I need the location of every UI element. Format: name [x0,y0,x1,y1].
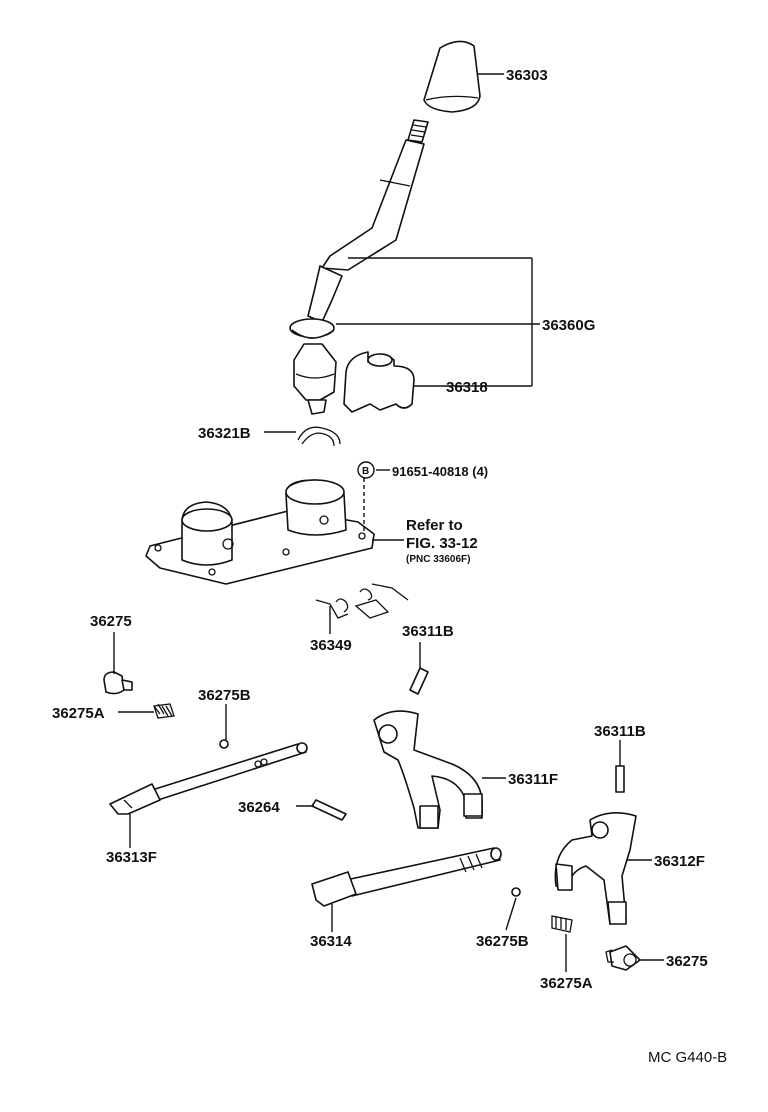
label-36311B-upper: 36311B [402,623,454,640]
bolt-lower [605,945,641,971]
label-36318: 36318 [446,379,488,396]
shift-lever-seat [289,318,335,339]
shift-knob [423,40,481,113]
label-36275-upper: 36275 [90,613,132,630]
label-36311F: 36311F [508,771,558,788]
shift-lever-retainer [145,479,375,585]
label-36321B: 36321B [198,425,251,442]
label-36314: 36314 [310,933,352,950]
shift-lever-ball [293,343,337,415]
spring-upper [153,703,175,719]
leader-lines [113,73,664,972]
label-36312F: 36312F [654,853,705,870]
refer-pnc-text: (PNC 33606F) [406,554,470,565]
label-36275A-lower: 36275A [540,975,593,992]
bolt-upper [103,671,133,695]
shift-springs [315,583,409,619]
figure-code: MC G440-B [648,1049,727,1066]
spring-lower [551,915,573,933]
slotted-spring-pin-lower [615,765,625,793]
shift-fork-shaft-no3 [109,742,308,815]
shift-lever-cover [343,351,415,413]
ball-upper [219,739,229,749]
slotted-spring-pin-upper [409,667,429,695]
label-36275-lower: 36275 [666,953,708,970]
pin [311,799,347,821]
snap-ring [297,426,341,447]
shift-fork-shaft-no1 [311,847,502,907]
label-36349: 36349 [310,637,352,654]
shift-lever [307,119,429,323]
label-36264: 36264 [238,799,280,816]
label-36275B-upper: 36275B [198,687,251,704]
bolt-reference-letter: B [362,466,369,477]
label-36311B-lower: 36311B [594,723,646,740]
label-36303: 36303 [506,67,548,84]
shift-fork-no1 [373,710,483,829]
bolt-reference-circle [357,461,375,479]
label-36275B-lower: 36275B [476,933,529,950]
refer-fig-text: FIG. 33-12 [406,535,478,552]
label-36275A-upper: 36275A [52,705,105,722]
label-36360G: 36360G [542,317,595,334]
label-36313F: 36313F [106,849,157,866]
shift-fork-no2 [554,812,637,925]
label-bolt: 91651-40818 (4) [392,464,488,479]
ball-lower [511,887,521,897]
refer-to-text: Refer to [406,517,463,534]
